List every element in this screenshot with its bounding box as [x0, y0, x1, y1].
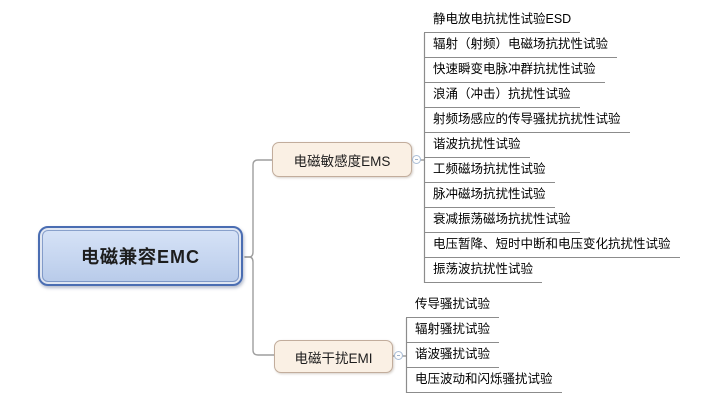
leaf-topic[interactable]: 衰减振荡磁场抗扰性试验 [424, 208, 580, 233]
emi-leaf-list: 传导骚扰试验辐射骚扰试验谐波骚扰试验电压波动和闪烁骚扰试验 [406, 293, 562, 393]
leaf-topic[interactable]: 工频磁场抗扰性试验 [424, 158, 555, 183]
leaf-topic[interactable]: 静电放电抗扰性试验ESD [424, 8, 581, 33]
root-to-emi-connector [244, 256, 275, 356]
emi-collapse-handle[interactable] [394, 351, 403, 360]
leaf-topic[interactable]: 脉冲磁场抗扰性试验 [424, 183, 555, 208]
branch-topic-ems[interactable]: 电磁敏感度EMS [272, 142, 412, 177]
leaf-topic[interactable]: 电压波动和闪烁骚扰试验 [406, 368, 562, 393]
leaf-topic[interactable]: 辐射骚扰试验 [406, 318, 500, 343]
leaf-topic[interactable]: 辐射（射频）电磁场抗扰性试验 [424, 33, 618, 58]
leaf-topic[interactable]: 谐波抗扰性试验 [424, 133, 530, 158]
branch-ems-label: 电磁敏感度EMS [293, 153, 391, 169]
minus-icon [397, 355, 400, 356]
branch-topic-emi[interactable]: 电磁干扰EMI [274, 340, 393, 373]
leaf-topic[interactable]: 振荡波抗扰性试验 [424, 258, 543, 283]
leaf-topic[interactable]: 电压暂降、短时中断和电压变化抗扰性试验 [424, 233, 680, 258]
minus-icon [415, 159, 418, 160]
root-topic-label: 电磁兼容EMC [81, 247, 200, 267]
leaf-topic[interactable]: 谐波骚扰试验 [406, 343, 500, 368]
leaf-topic[interactable]: 快速瞬变电脉冲群抗扰性试验 [424, 58, 605, 83]
leaf-topic[interactable]: 射频场感应的传导骚扰抗扰性试验 [424, 108, 630, 133]
branch-emi-label: 电磁干扰EMI [294, 350, 373, 366]
leaf-topic[interactable]: 传导骚扰试验 [406, 293, 500, 318]
root-to-ems-connector [244, 159, 273, 258]
root-topic-emc[interactable]: 电磁兼容EMC [38, 226, 243, 286]
leaf-topic[interactable]: 浪涌（冲击）抗扰性试验 [424, 83, 580, 108]
ems-collapse-handle[interactable] [412, 155, 421, 164]
